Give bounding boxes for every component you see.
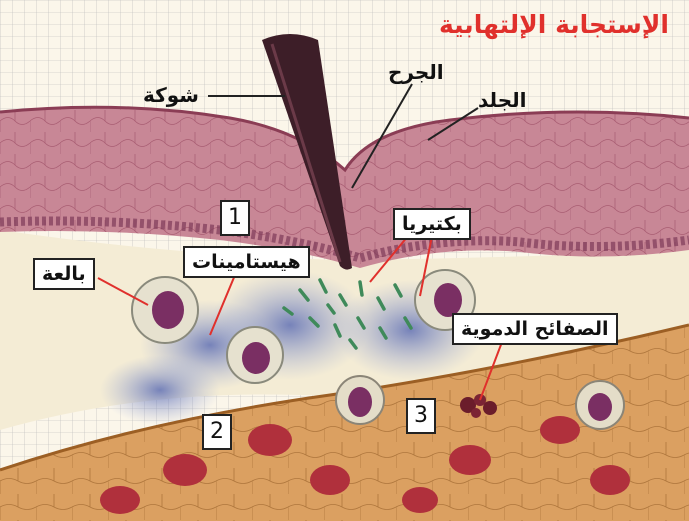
histamines-label: هيستامينات: [183, 246, 310, 278]
step-3-badge: 3: [406, 398, 436, 434]
diagram-title: الإستجابة الإلتهابية: [439, 10, 669, 39]
wound-label: الجرح: [388, 60, 444, 84]
bacteria-label: بكتيريا: [393, 208, 471, 240]
thorn-label: شوكة: [143, 83, 199, 107]
step-2-badge: 2: [202, 414, 232, 450]
skin-label: الجلد: [478, 88, 527, 112]
platelets-label: الصفائح الدموية: [452, 313, 618, 345]
phagocyte-label: بالعة: [33, 258, 95, 290]
step-1-badge: 1: [220, 200, 250, 236]
